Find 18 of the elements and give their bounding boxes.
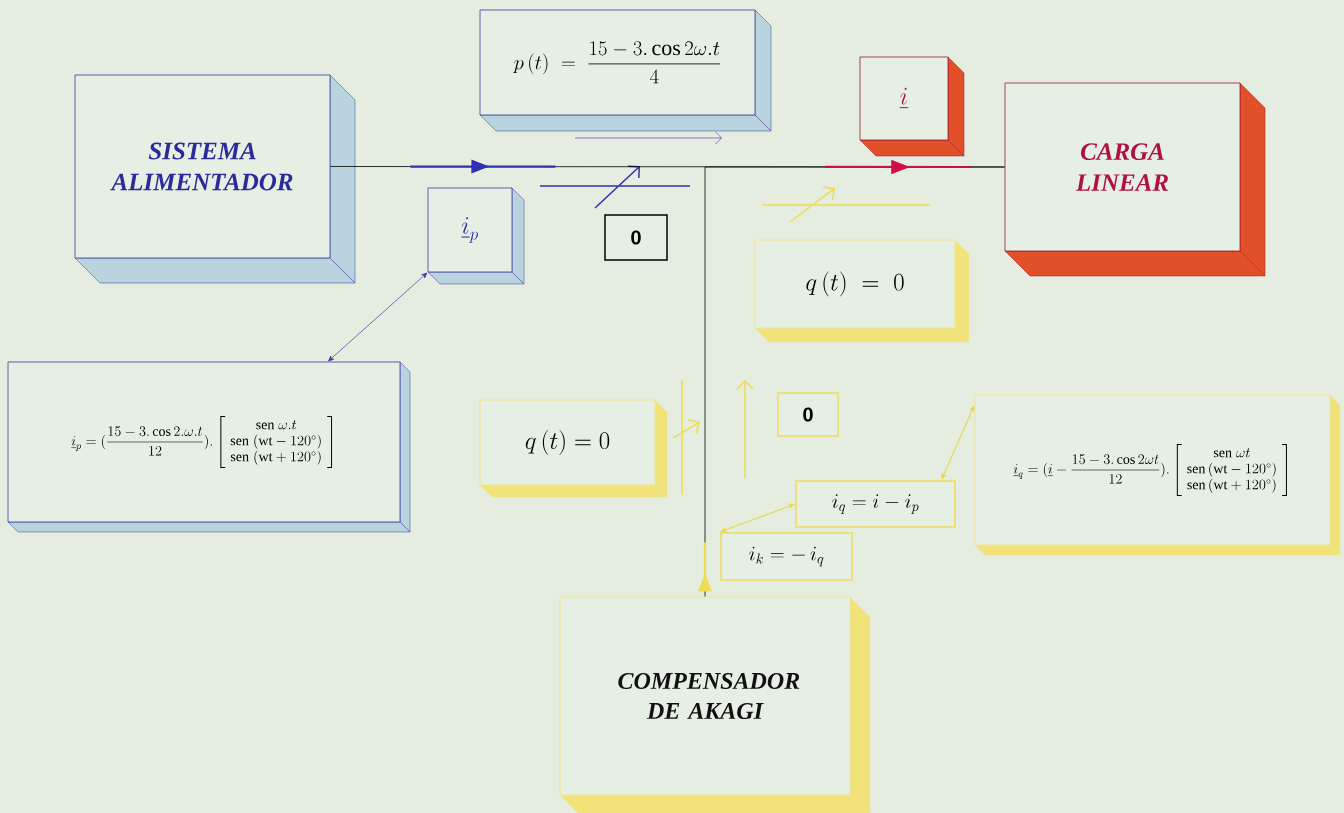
formula-box: $i_q = i - i_p$ [795, 480, 956, 528]
value-box: 0 [777, 392, 839, 437]
value-box: 0 [604, 214, 668, 261]
compensator-block: COMPENSADOR DE AKAGI [559, 596, 871, 813]
formula-box: $p\,(t) \;=\; \frac{15 - 3.\cos 2\omega.t}{4}$ [479, 9, 772, 132]
current-box: $\underline{i}$ [859, 56, 965, 157]
load-block: CARGA LINEAR [1004, 82, 1266, 277]
connector-line [698, 160, 1005, 597]
formula-box: $q\,(t) = 0$ [479, 399, 668, 498]
formula-box: $q\,(t) \;=\; 0$ [754, 239, 970, 343]
leader-line [941, 405, 975, 480]
formula-box: $\underline{i}_q = (\underline{i} - \frac{15 - 3.\cos 2\omega t}{12}).\left[\begin{array}{c}\mathrm{sen}\;\omega t\\ \mathrm{sen}\,(\mathrm{wt} - 120^{\circ})\\ \mathrm{sen}\,(\mathrm{wt} + 120^{\circ})\end{array}\right]$ [974, 394, 1341, 556]
formula-box: $i_k = -\,i_q$ [720, 532, 853, 581]
leader-line [720, 503, 795, 533]
leader-line [328, 272, 428, 362]
formula-box: $\underline{i}_p = (\frac{15 - 3.\cos 2.\omega.t}{12}).\left[\begin{array}{c}\mathrm{sen}\;\omega.t\\ \mathrm{sen}\;(\mathrm{wt} - 120^{\circ})\\ \mathrm{sen}\;(\mathrm{wt} + 120^{\circ})\end{array}\right]$ [7, 361, 411, 533]
current-box: $\underline{i}_p$ [427, 187, 525, 285]
source-block: SISTEMA ALIMENTADOR [74, 74, 356, 284]
